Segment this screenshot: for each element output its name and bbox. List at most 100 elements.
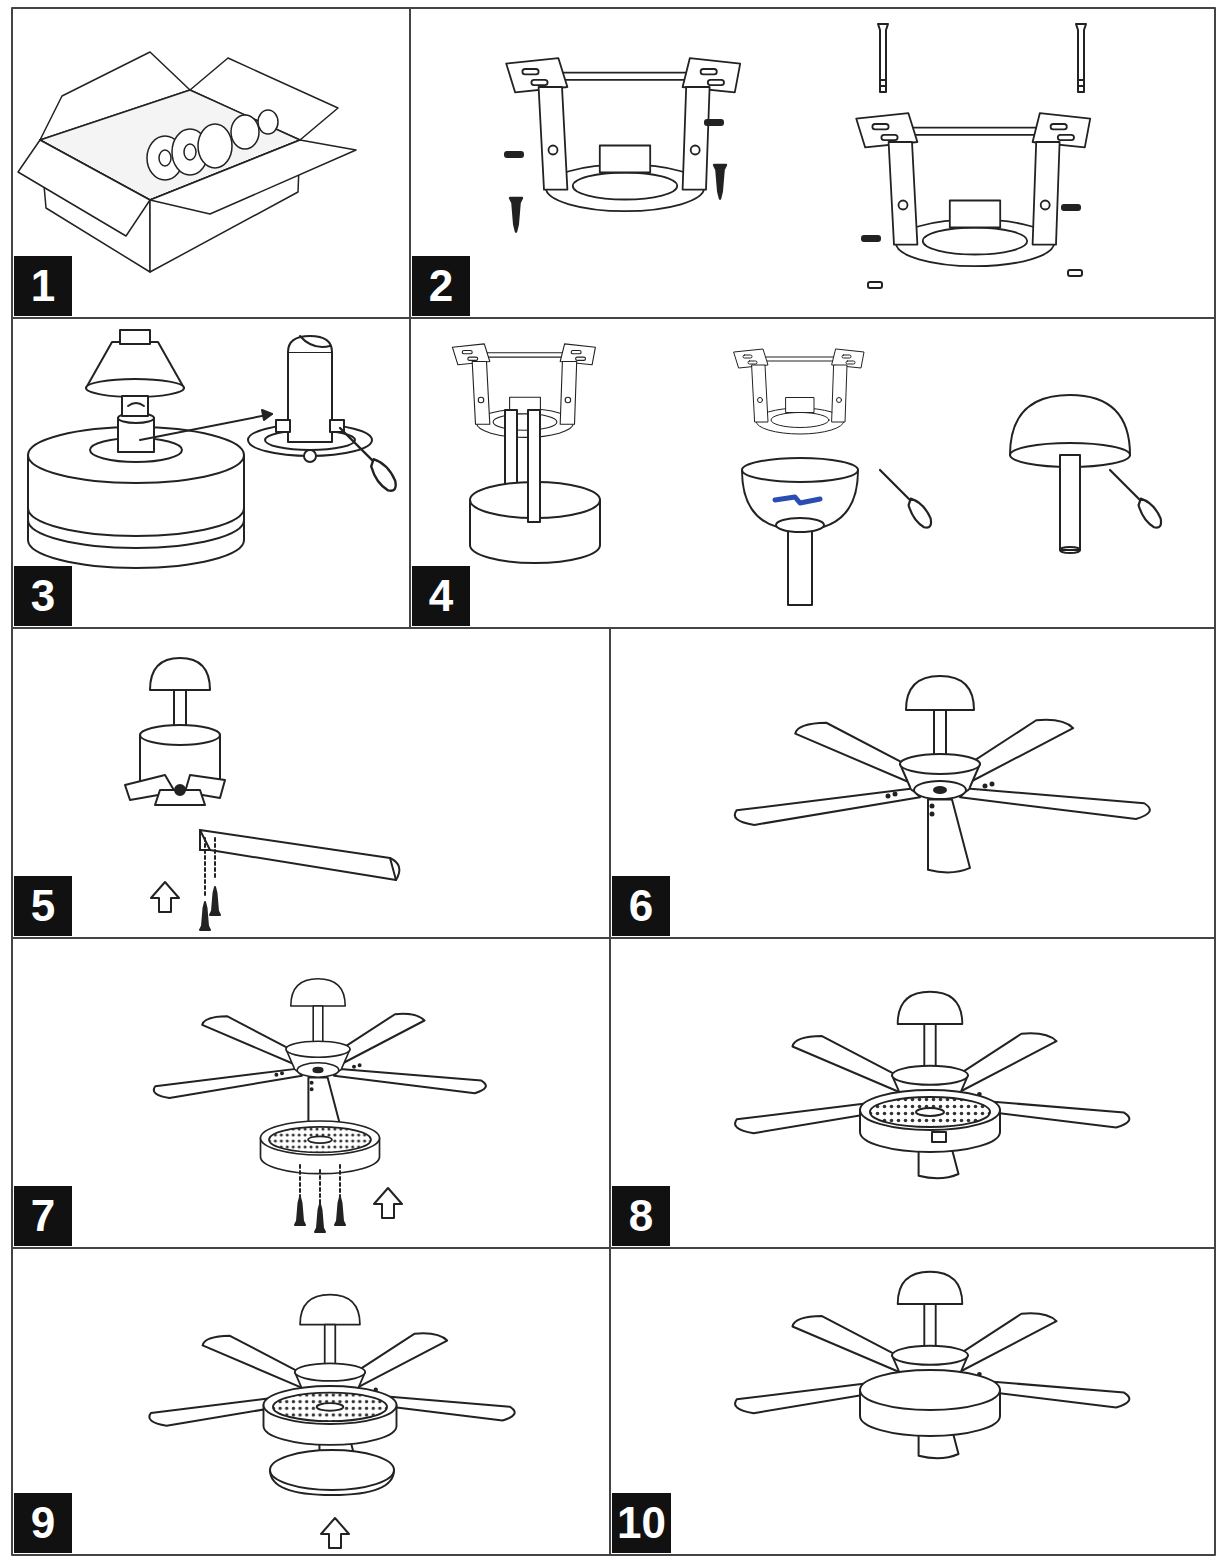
canopy-mounting <box>880 470 931 528</box>
bracket-hardware <box>1078 85 1084 87</box>
bracket-hardware <box>705 120 723 125</box>
panel-grid <box>12 8 1215 1555</box>
light-kit-attach <box>150 979 490 1136</box>
bracket-hardware <box>880 85 886 87</box>
bracket-hardware <box>714 165 726 199</box>
step-badge: 5 <box>14 876 72 936</box>
cover-attach <box>321 1518 349 1548</box>
canopy-mounting <box>775 497 820 503</box>
shipping-box <box>159 150 171 166</box>
motor-assembly <box>122 396 148 416</box>
canopy-mounting <box>776 518 824 532</box>
step-number: 7 <box>31 1194 55 1238</box>
motor-assembly <box>288 336 332 352</box>
step-number: 3 <box>31 574 55 618</box>
light-kit-attach <box>374 1188 402 1218</box>
canopy-mounting <box>1060 547 1080 553</box>
step-badge: 9 <box>14 1493 72 1553</box>
light-kit-attach <box>295 1197 305 1225</box>
fan-with-light-kit <box>860 1090 1000 1152</box>
blade-attachment <box>151 882 179 912</box>
step-badge: 2 <box>412 256 470 316</box>
cover-attach <box>145 1295 520 1468</box>
canopy-mounting <box>734 349 864 434</box>
bracket-hardware <box>1078 79 1084 81</box>
panel-grid <box>12 627 1215 629</box>
motor-assembly <box>28 520 244 548</box>
bracket-hardware <box>1068 270 1082 276</box>
motor-assembly <box>288 352 332 442</box>
blade-attachment <box>175 785 185 795</box>
step-number: 1 <box>31 264 55 308</box>
motor-assembly <box>262 410 272 420</box>
bracket-hardware <box>880 79 886 81</box>
light-kit-attach <box>315 1204 325 1232</box>
panel-grid <box>12 317 1215 319</box>
canopy-mounting <box>452 344 595 438</box>
light-kit-attach <box>339 1165 341 1200</box>
shipping-box <box>18 52 356 272</box>
cover-attach <box>264 1386 397 1445</box>
shipping-box <box>184 144 196 160</box>
shipping-box <box>18 140 150 236</box>
motor-assembly <box>276 420 290 432</box>
fan-with-blades <box>730 676 1156 872</box>
step-badge: 1 <box>14 256 72 316</box>
panel-grid <box>609 628 611 1555</box>
motor-assembly <box>300 336 330 347</box>
blade-attachment <box>140 725 220 745</box>
bracket-hardware <box>868 282 882 288</box>
finished-fan <box>730 1272 1134 1459</box>
panel-grid <box>12 1247 1215 1249</box>
shipping-box <box>198 124 232 168</box>
motor-assembly <box>120 330 150 344</box>
step-badge: 4 <box>412 566 470 626</box>
step-number: 8 <box>629 1194 653 1238</box>
step-number: 4 <box>429 574 453 618</box>
bracket-hardware <box>856 113 1090 266</box>
bracket-hardware <box>505 152 523 157</box>
canopy-mounting <box>528 410 540 522</box>
step-number: 9 <box>31 1501 55 1545</box>
motor-assembly <box>28 330 396 568</box>
light-kit-attach <box>261 1121 380 1174</box>
bracket-hardware <box>506 58 740 211</box>
cover-attach <box>145 1295 520 1548</box>
bracket-hardware <box>510 198 522 232</box>
fan-with-light-kit <box>730 992 1134 1179</box>
blade-attachment <box>204 838 206 895</box>
blade-attachment <box>214 838 216 880</box>
step-badge: 10 <box>612 1493 671 1553</box>
step-badge: 3 <box>14 566 72 626</box>
motor-assembly <box>304 450 316 462</box>
canopy-mounting <box>742 458 858 482</box>
motor-assembly <box>86 379 184 397</box>
step-number: 6 <box>629 884 653 928</box>
canopy-mounting <box>1110 470 1161 528</box>
canopy-mounting <box>788 525 812 605</box>
step-number: 10 <box>617 1501 666 1545</box>
bracket-hardware <box>1062 205 1080 210</box>
motor-assembly <box>128 403 144 406</box>
motor-assembly <box>28 508 244 536</box>
bracket-hardware <box>1076 24 1086 92</box>
step-number: 5 <box>31 884 55 928</box>
panel-grid <box>12 8 1215 1555</box>
blade-attachment <box>150 658 210 690</box>
blade-attachment <box>200 830 396 880</box>
fan-with-light-kit <box>932 1132 946 1142</box>
light-kit-attach <box>319 1170 321 1205</box>
shipping-box <box>231 115 259 149</box>
step-number: 2 <box>429 264 453 308</box>
canopy-mounting <box>452 344 1161 605</box>
step-badge: 6 <box>612 876 670 936</box>
fan-with-light-kit <box>730 992 1134 1179</box>
canopy-mounting <box>1060 455 1080 550</box>
blade-attachment <box>210 887 220 915</box>
bracket-hardware <box>862 236 880 241</box>
blade-attachment <box>125 658 399 930</box>
shipping-box <box>150 140 356 214</box>
